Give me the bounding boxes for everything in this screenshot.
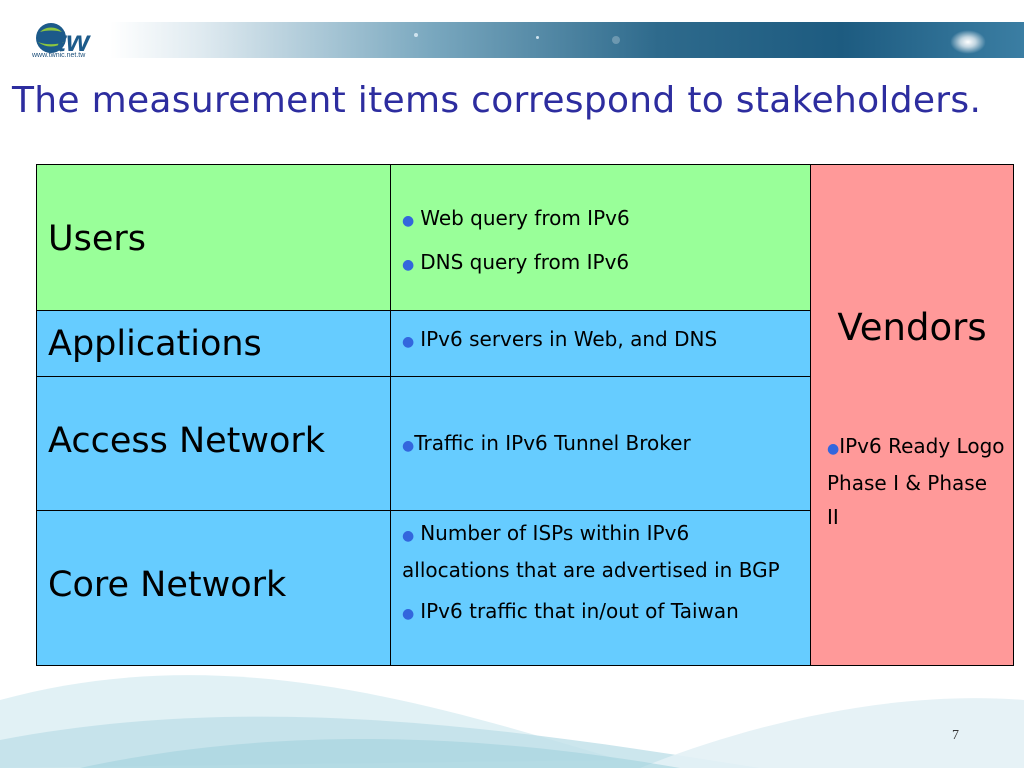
measurement-text: IPv6 servers in Web, and DNS — [420, 327, 718, 351]
vendors-cell: Vendors ●IPv6 Ready Logo Phase I & Phase… — [810, 164, 1014, 666]
banner-sparkle — [536, 36, 539, 39]
measurement-text: Number of ISPs within IPv6 allocations t… — [402, 521, 780, 582]
measurement-cell-users: ● Web query from IPv6 ● DNS query from IPv… — [390, 164, 811, 311]
measurement-list: ● IPv6 servers in Web, and DNS — [391, 311, 810, 359]
stakeholder-table: Users ● Web query from IPv6 ● DNS query fr… — [36, 164, 1014, 666]
measurement-item: ● Web query from IPv6 — [402, 201, 802, 238]
stakeholder-label: Applications — [48, 324, 262, 364]
banner-glow — [950, 30, 986, 54]
header-banner — [110, 22, 1024, 58]
bullet-dot-icon: ● — [402, 528, 415, 544]
logo-url: www.twnic.net.tw — [32, 52, 86, 59]
banner-sparkle — [414, 33, 418, 37]
bullet-dot-icon: ● — [402, 606, 415, 622]
bullet-dot-icon: ● — [402, 213, 415, 229]
stakeholder-label: Access Network — [48, 421, 326, 461]
bullet-dot-icon: ● — [402, 334, 415, 350]
stakeholder-cell-users: Users — [36, 164, 391, 311]
stakeholder-cell-access-network: Access Network — [36, 376, 391, 511]
measurement-item: ●IPv6 Ready Logo Phase I & Phase II — [827, 429, 1005, 534]
measurement-list: ●Traffic in IPv6 Tunnel Broker — [391, 377, 810, 463]
measurement-list: ● Web query from IPv6 ● DNS query from IPv… — [391, 165, 810, 282]
bullet-dot-icon: ● — [827, 441, 840, 457]
measurement-cell-applications: ● IPv6 servers in Web, and DNS — [390, 310, 811, 377]
banner-sparkle — [612, 36, 620, 44]
measurement-item: ● IPv6 traffic that in/out of Taiwan — [402, 594, 802, 631]
measurement-text: Traffic in IPv6 Tunnel Broker — [414, 431, 691, 455]
measurement-item: ●Number of ISPs within IPv6 allocations … — [402, 516, 802, 587]
vendors-label: Vendors — [837, 306, 987, 349]
measurement-cell-access-network: ●Traffic in IPv6 Tunnel Broker — [390, 376, 811, 511]
measurement-text: IPv6 Ready Logo Phase I & Phase II — [827, 434, 1005, 529]
stakeholder-label: Core Network — [48, 565, 287, 605]
measurement-text: IPv6 traffic that in/out of Taiwan — [420, 599, 739, 623]
slide-title: The measurement items correspond to stak… — [12, 80, 982, 121]
twnic-globe-logo-icon: tw — [36, 23, 91, 58]
stakeholder-cell-applications: Applications — [36, 310, 391, 377]
stakeholder-label: Users — [48, 219, 147, 259]
vendor-measurement-list: ●IPv6 Ready Logo Phase I & Phase II — [811, 349, 1013, 534]
measurement-text: Web query from IPv6 — [420, 206, 630, 230]
bullet-dot-icon: ● — [402, 438, 415, 454]
measurement-item: ●Traffic in IPv6 Tunnel Broker — [402, 426, 802, 463]
stakeholder-cell-core-network: Core Network — [36, 510, 391, 666]
measurement-item: ● DNS query from IPv6 — [402, 245, 802, 282]
bullet-dot-icon: ● — [402, 257, 415, 273]
measurement-item: ● IPv6 servers in Web, and DNS — [402, 322, 802, 359]
measurement-cell-core-network: ●Number of ISPs within IPv6 allocations … — [390, 510, 811, 666]
measurement-list: ●Number of ISPs within IPv6 allocations … — [391, 511, 810, 631]
measurement-text: DNS query from IPv6 — [420, 250, 630, 274]
logo-text: tw — [56, 25, 91, 58]
page-number: 7 — [952, 728, 959, 743]
